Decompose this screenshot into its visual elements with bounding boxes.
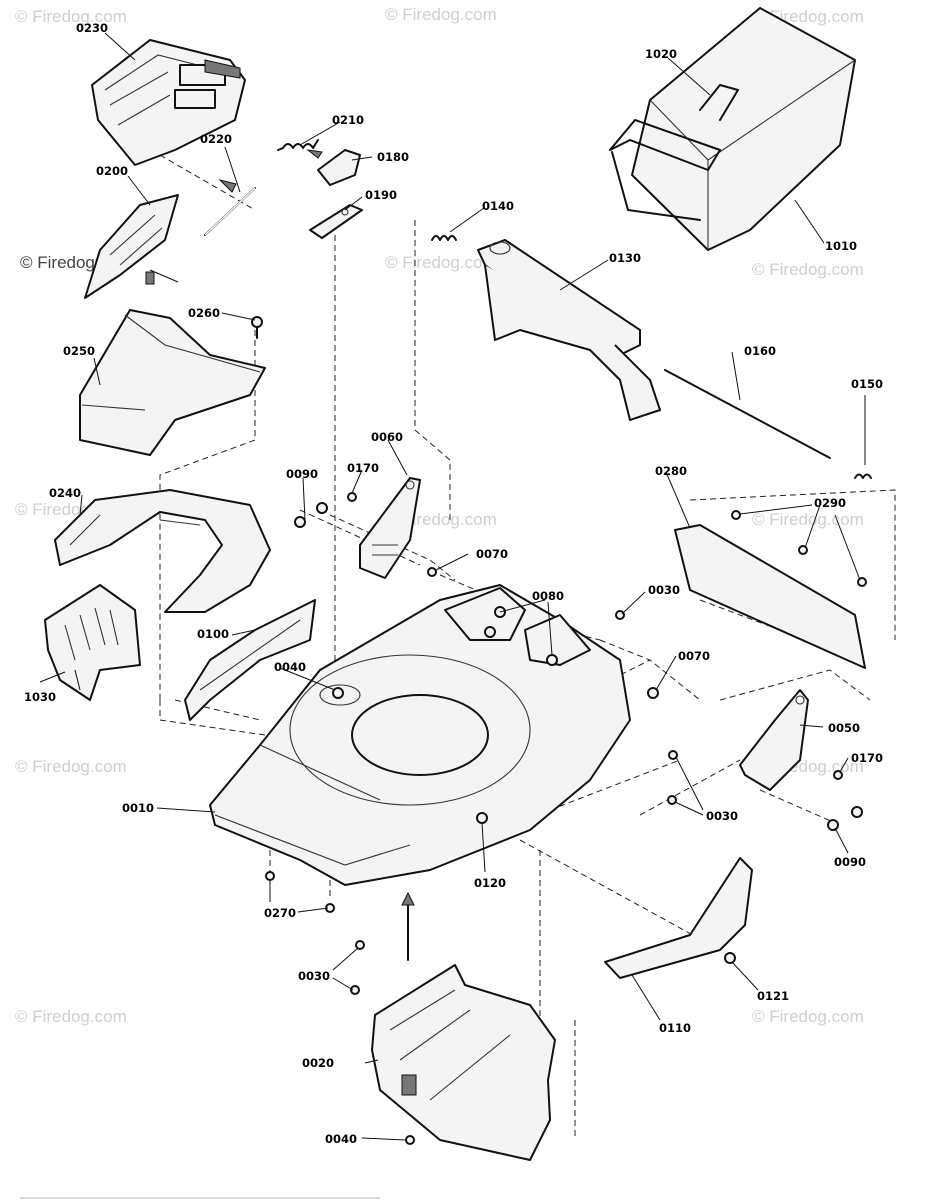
label-1010: 1010	[825, 239, 857, 253]
label-0100: 0100	[197, 627, 229, 641]
part-0180-latch	[306, 149, 361, 186]
label-0190: 0190	[365, 188, 397, 202]
watermark: © Firedog.com	[752, 1007, 864, 1026]
label-0090: 0090	[834, 855, 866, 869]
part-0110-skirt	[604, 857, 753, 979]
label-0080: 0080	[532, 589, 564, 603]
part-0030-screw	[350, 940, 365, 995]
label-0280: 0280	[655, 464, 687, 478]
watermark: © Firedog.com	[15, 7, 127, 26]
part-1030-mulch-plug	[44, 584, 141, 701]
part-1020-bag-frame	[609, 84, 739, 221]
callout-labels: 0230 0220 0200 0210 0180 0190 1020 1010 …	[24, 21, 883, 1146]
label-0270: 0270	[264, 906, 296, 920]
label-0240: 0240	[49, 486, 81, 500]
part-0210-spring	[277, 139, 319, 151]
part-0040-screw	[332, 687, 344, 699]
part-0170-nut	[347, 492, 357, 502]
label-0070: 0070	[678, 649, 710, 663]
part-0190-plate	[309, 204, 363, 239]
part-0200-bracket	[84, 194, 179, 299]
part-0120-plug	[476, 812, 488, 824]
label-0150: 0150	[851, 377, 883, 391]
part-1010-grass-bag	[631, 7, 856, 251]
part-0220-rod	[204, 179, 256, 236]
part-0070-washer	[427, 567, 437, 577]
part-0280-flap	[674, 524, 866, 669]
label-0170: 0170	[347, 461, 379, 475]
label-0050: 0050	[828, 721, 860, 735]
watermark: © Firedog.com	[15, 1007, 127, 1026]
watermark: © Firedog.com	[752, 510, 864, 529]
label-0040: 0040	[325, 1132, 357, 1146]
part-0050-height-adjuster	[739, 689, 809, 791]
assembly-arrow	[401, 891, 415, 961]
part-0010-deck-housing	[209, 584, 631, 886]
label-0210: 0210	[332, 113, 364, 127]
label-0020: 0020	[302, 1056, 334, 1070]
part-0090-bolt	[827, 806, 863, 831]
part-0020-baffle	[371, 964, 556, 1161]
part-0121-nut	[724, 952, 736, 964]
label-0090: 0090	[286, 467, 318, 481]
label-0200: 0200	[96, 164, 128, 178]
label-1020: 1020	[645, 47, 677, 61]
label-0170: 0170	[851, 751, 883, 765]
label-0140: 0140	[482, 199, 514, 213]
label-0121: 0121	[757, 989, 789, 1003]
part-0230-rear-shield	[91, 39, 246, 166]
part-0090-bolt	[294, 502, 328, 528]
watermark: © Firedog.com	[385, 253, 497, 272]
part-0070-washer	[647, 687, 659, 699]
label-0070: 0070	[476, 547, 508, 561]
part-0160-rod	[664, 369, 831, 459]
part-0140-spring	[431, 235, 457, 241]
watermark: © Firedog.com	[752, 260, 864, 279]
part-0170-nut	[833, 770, 843, 780]
label-0030: 0030	[298, 969, 330, 983]
label-0040: 0040	[274, 660, 306, 674]
part-0130-rear-door	[477, 239, 661, 421]
label-0120: 0120	[474, 876, 506, 890]
label-0110: 0110	[659, 1021, 691, 1035]
part-0030-screw	[615, 610, 678, 805]
label-0250: 0250	[63, 344, 95, 358]
part-0250-cover	[79, 309, 266, 456]
part-0060-height-adjuster	[359, 477, 421, 579]
label-0230: 0230	[76, 21, 108, 35]
part-0040-screw	[405, 1135, 415, 1145]
label-0220: 0220	[200, 132, 232, 146]
label-0060: 0060	[371, 430, 403, 444]
watermark: © Firedog.com	[385, 5, 497, 24]
label-0180: 0180	[377, 150, 409, 164]
part-0150-spring	[854, 473, 872, 479]
label-0030: 0030	[648, 583, 680, 597]
label-0160: 0160	[744, 344, 776, 358]
leader-lines	[39, 32, 866, 1141]
part-0240-chute	[54, 489, 271, 613]
label-0260: 0260	[188, 306, 220, 320]
part-0080-plate	[484, 606, 558, 666]
label-0130: 0130	[609, 251, 641, 265]
label-0290: 0290	[814, 496, 846, 510]
label-1030: 1030	[24, 690, 56, 704]
watermark: © Firedog.com	[15, 757, 127, 776]
label-0010: 0010	[122, 801, 154, 815]
part-0100-baffle	[184, 599, 316, 721]
label-0030: 0030	[706, 809, 738, 823]
